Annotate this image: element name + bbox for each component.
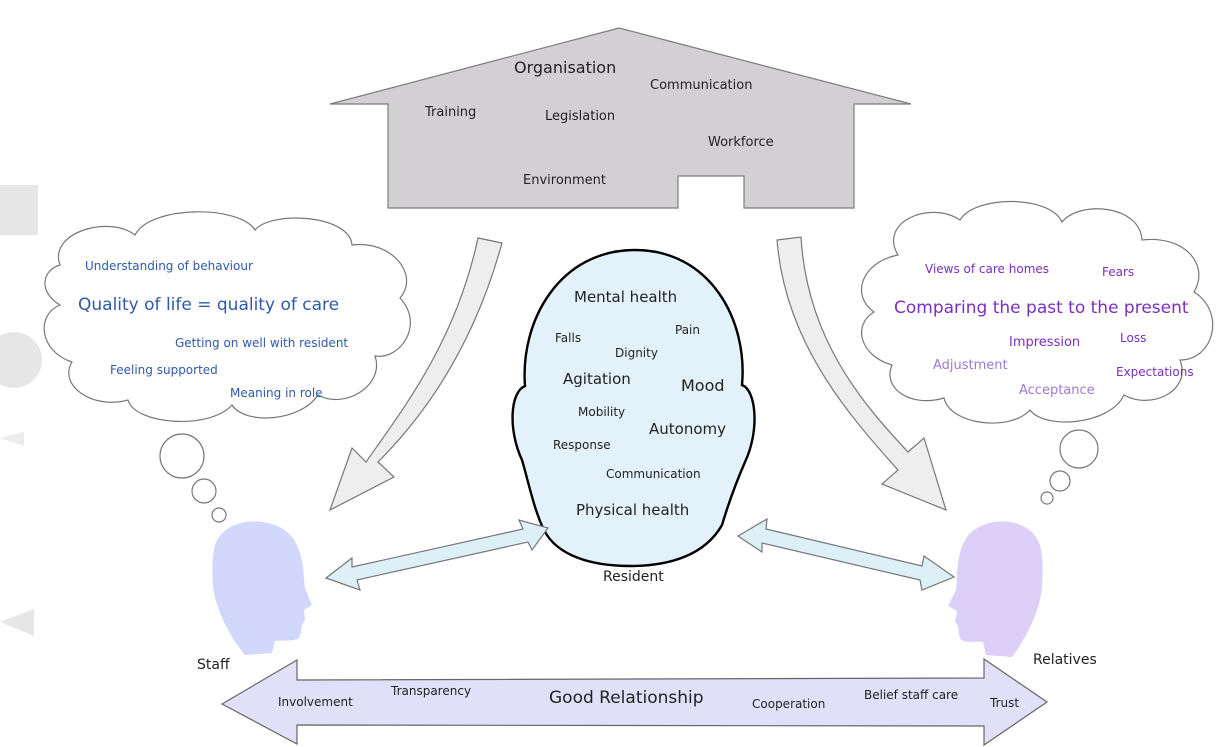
resident-item: Pain [675,323,700,337]
resident-item: Mobility [578,405,626,419]
connector-staff-resident [324,519,549,591]
staff-thought-headline: Quality of life = quality of care [78,295,340,315]
arrow-to-relatives [776,236,947,512]
resident-item: Mood [681,376,725,395]
organisation-house [329,27,912,209]
relatives-thought-item: Adjustment [933,358,1008,373]
arrow-to-staff [328,237,503,512]
relatives-thought-cloud [860,200,1214,424]
relatives-thought-item: Acceptance [1019,383,1095,398]
staff-thought-cloud [43,211,411,422]
staff-thought-item: Meaning in role [230,386,323,400]
square-mark [0,185,38,235]
relatives-thought-item: Impression [1009,335,1081,350]
thought-bubble-medium [191,478,217,504]
relationship-item: Belief staff care [864,688,959,702]
thought-bubble-medium [1049,470,1071,492]
resident-head [511,248,756,568]
relationship-headline: Good Relationship [549,688,704,708]
organisation-title: Organisation [514,58,617,77]
tick-mark [0,432,24,446]
relationship-item: Cooperation [752,697,826,711]
relationship-item: Involvement [278,695,353,709]
relatives-thought-headline: Comparing the past to the present [894,298,1189,318]
thought-bubble-large [1059,429,1099,469]
resident-item: Falls [555,331,582,345]
thought-bubble-small [1040,491,1054,505]
organisation-item: Communication [650,78,753,93]
resident-item: Dignity [615,346,658,360]
relatives-thought-item: Loss [1120,331,1147,345]
staff-thought-item: Feeling supported [110,363,218,377]
resident-item: Mental health [574,288,678,306]
organisation-item: Legislation [545,109,616,124]
resident-item: Communication [606,467,701,481]
staff-label: Staff [197,657,230,673]
relatives-thought-item: Fears [1102,265,1135,279]
relationship-arrow [220,657,1049,747]
thought-bubble-small [211,507,227,523]
resident-label: Resident [603,569,664,585]
resident-item: Physical health [576,501,690,519]
relatives-thought-item: Views of care homes [925,262,1050,276]
organisation-item: Environment [523,173,607,188]
circle-mark [0,332,42,388]
connector-resident-relatives [736,517,956,591]
staff-thought-item: Understanding of behaviour [85,259,253,273]
relatives-thought-item: Expectations [1116,365,1194,379]
organisation-item: Workforce [708,135,774,150]
staff-head-silhouette [212,521,312,655]
organisation-item: Training [425,105,477,120]
triangle-mark [0,609,34,636]
relatives-head-silhouette [948,521,1043,657]
relationship-item: Trust [990,696,1020,710]
staff-thought-item: Getting on well with resident [175,336,349,350]
relatives-label: Relatives [1033,652,1097,668]
resident-item: Agitation [563,370,631,388]
relationship-item: Transparency [391,684,472,698]
thought-bubble-large [159,433,205,479]
resident-item: Response [553,438,611,452]
resident-item: Autonomy [649,420,726,438]
